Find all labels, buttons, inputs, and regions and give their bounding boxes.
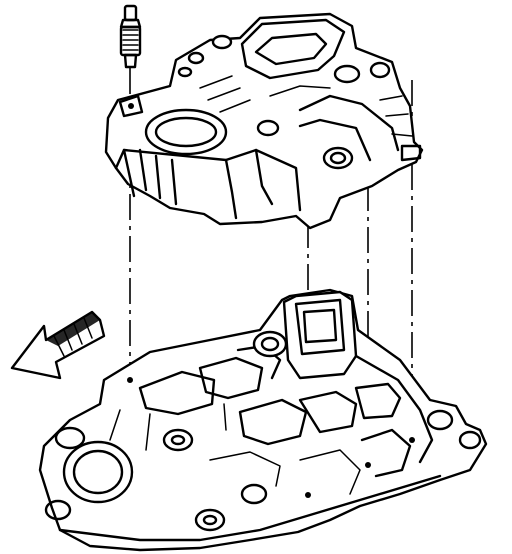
- upper-intake-plenum: [104, 12, 424, 230]
- stud-bolt: [119, 4, 142, 69]
- lower-intake-manifold: [38, 288, 488, 552]
- front-direction-arrow: [10, 310, 106, 380]
